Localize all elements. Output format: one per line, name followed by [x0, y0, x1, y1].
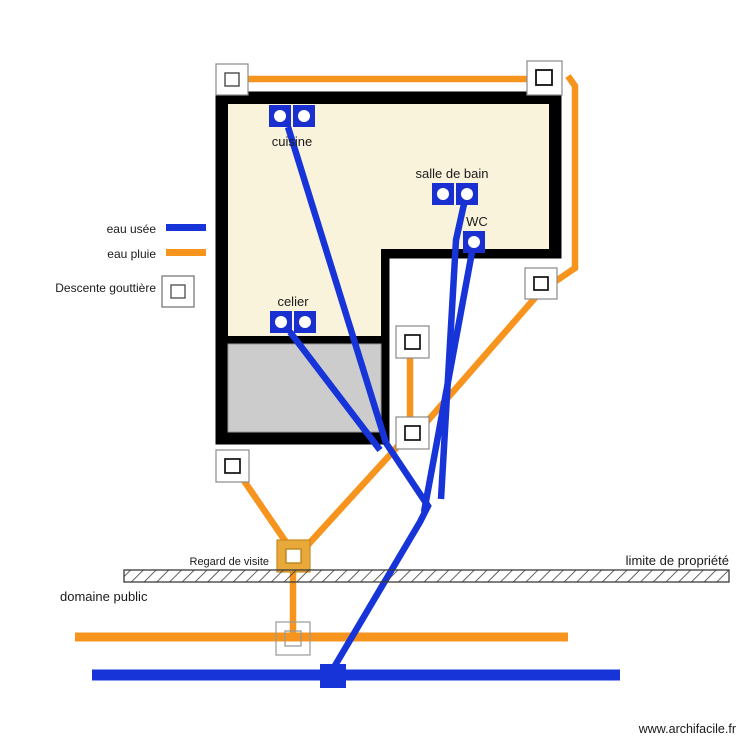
regard-de-visite-label: Regard de visite — [190, 556, 270, 568]
legend-label-descente-gouttiere: Descente gouttière — [55, 281, 156, 295]
legend-swatch-eau-pluie — [166, 249, 206, 256]
ww-street-junction — [320, 664, 346, 688]
fixture-celier[interactable] — [270, 311, 316, 333]
fixture-wc[interactable] — [463, 231, 485, 253]
limite-de-propriete — [123, 569, 730, 583]
ww-cuisine-branch — [284, 126, 390, 444]
room-label-cuisine: cuisine — [272, 134, 312, 149]
limite-de-propriete-label: limite de propriété — [626, 553, 729, 568]
room-label-salle-de-bain: salle de bain — [416, 166, 489, 181]
downspout-centre-lower[interactable] — [395, 416, 430, 450]
garage-outline — [227, 343, 382, 433]
downspout-mid-right[interactable] — [524, 267, 558, 300]
downspout-street[interactable] — [275, 621, 311, 656]
legend-label-eau-pluie: eau pluie — [107, 247, 156, 261]
downspout-centre-upper[interactable] — [395, 325, 430, 359]
downspout-top-right[interactable] — [526, 60, 563, 96]
fixture-salle-de-bain[interactable] — [432, 183, 478, 205]
room-label-wc: WC — [466, 214, 488, 229]
living-area-floor — [228, 104, 549, 336]
ww-sdb-branch — [437, 203, 468, 500]
legend: eau usée eau pluie Descente gouttière — [55, 222, 206, 308]
watermark: www.archifacile.fr — [638, 722, 736, 736]
domaine-public-label: domaine public — [60, 589, 148, 604]
regard-de-visite[interactable] — [276, 539, 311, 573]
downspouts-group — [215, 60, 563, 656]
rw-right-drop — [554, 74, 579, 284]
room-label-celier: celier — [277, 294, 309, 309]
legend-label-eau-usee: eau usée — [107, 222, 157, 236]
ww-wc-branch — [420, 251, 476, 513]
rw-left-to-regard — [235, 470, 293, 550]
fixture-cuisine[interactable] — [269, 105, 315, 127]
rw-centre-to-regard — [302, 431, 418, 551]
building-group — [215, 91, 562, 445]
downspout-bottom-left[interactable] — [215, 449, 250, 483]
legend-swatch-descente-gouttiere — [161, 275, 195, 308]
ww-celier-branch — [287, 330, 383, 452]
ww-collector — [327, 441, 432, 676]
downspout-top-left[interactable] — [215, 63, 249, 96]
legend-swatch-eau-usee — [166, 224, 206, 231]
wastewater-network — [92, 126, 620, 688]
